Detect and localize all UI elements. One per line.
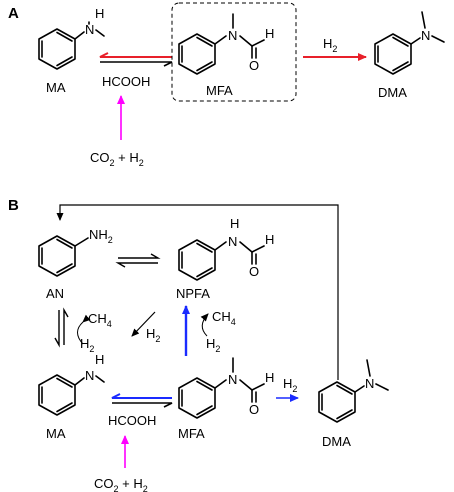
- equilibrium-arrows-b: [111, 393, 173, 408]
- h-atom: H: [265, 26, 274, 41]
- h2-label-a: H2: [323, 36, 337, 54]
- h2-label-right: H2: [206, 336, 220, 354]
- h-atom: H: [230, 216, 239, 231]
- hcooh-label-b: HCOOH: [108, 413, 156, 428]
- ch4-curved-arrow-right: [200, 313, 209, 337]
- h-atom: H: [95, 6, 104, 21]
- n-atom: N: [228, 234, 237, 249]
- mfa-label-a: MFA: [206, 83, 233, 98]
- mfa-label-b: MFA: [178, 426, 205, 441]
- mfa-molecule-b: N H O: [178, 357, 274, 419]
- h-atom: H: [265, 232, 274, 247]
- dma-molecule-b: N: [318, 359, 389, 423]
- ch4-label-right: CH4: [212, 309, 236, 327]
- ma-molecule-b: N H: [38, 352, 105, 416]
- npfa-label: NPFA: [176, 286, 210, 301]
- n-atom: N: [365, 376, 374, 391]
- an-label: AN: [46, 286, 64, 301]
- ma-label-a: MA: [46, 80, 66, 95]
- n-atom: N: [85, 22, 94, 37]
- npfa-to-ma-arrow: [131, 311, 156, 337]
- n-atom: N: [228, 28, 237, 43]
- o-atom: O: [249, 402, 259, 417]
- dma-label-a: DMA: [378, 85, 407, 100]
- dma-molecule-a: N: [374, 11, 445, 75]
- ma-label-b: MA: [46, 426, 66, 441]
- an-ma-equilibrium: [54, 307, 69, 348]
- ch4-curved-arrow-left: [77, 314, 91, 345]
- hcooh-label-a: HCOOH: [102, 74, 150, 89]
- h2-label-mid: H2: [146, 326, 160, 344]
- npfa-molecule: N H H O: [178, 216, 274, 281]
- mfa-molecule-a: N H O: [178, 13, 274, 75]
- an-molecule: NH2: [38, 227, 113, 277]
- panel-a-label: A: [8, 5, 19, 22]
- dma-label-b: DMA: [322, 434, 351, 449]
- n-atom: N: [421, 28, 430, 43]
- recycle-arrow: [56, 204, 339, 380]
- co2-h2-label-a: CO2 + H2: [90, 150, 144, 168]
- n-atom: N: [85, 368, 94, 383]
- o-atom: O: [249, 264, 259, 279]
- panel-b-label: B: [8, 197, 19, 214]
- equilibrium-arrows-a: [99, 52, 173, 67]
- n-atom: N: [228, 372, 237, 387]
- h2-label-to-dma: H2: [283, 376, 297, 394]
- o-atom: O: [249, 58, 259, 73]
- an-npfa-equilibrium: [115, 253, 161, 268]
- h-atom: H: [265, 370, 274, 385]
- nh2-group: NH2: [89, 227, 113, 245]
- co2-h2-label-b: CO2 + H2: [94, 476, 148, 492]
- ch4-label-left: CH4: [88, 311, 112, 329]
- ma-molecule-a: N H: [38, 6, 105, 70]
- h2-label-left: H2: [80, 336, 94, 354]
- h-atom: H: [95, 352, 104, 367]
- mfa-highlight-box: [171, 2, 297, 102]
